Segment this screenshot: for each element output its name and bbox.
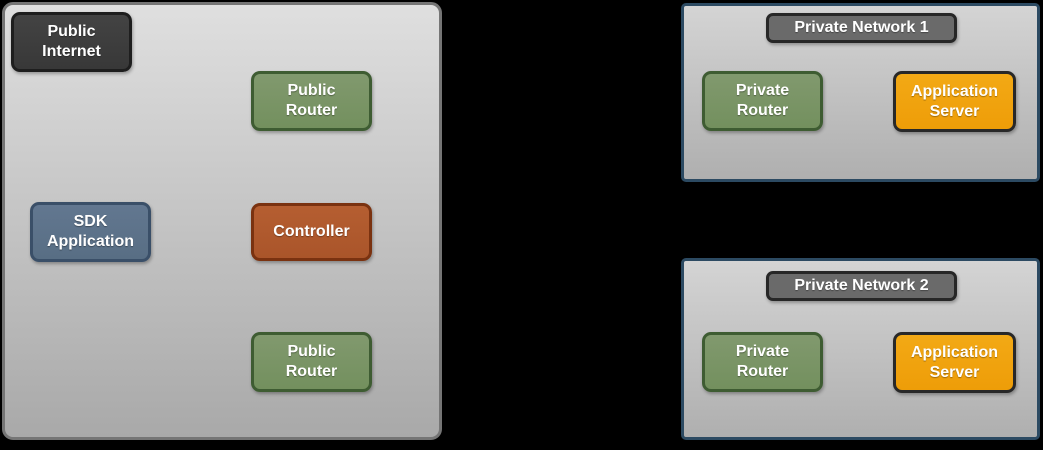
node-private-router-2: Private Router [702,332,823,392]
node-public-internet: Public Internet [11,12,132,72]
private-network-2-title-label: Private Network 2 [794,277,929,294]
private-network-1-area: Private Network 1 Private Router Applica… [681,3,1040,182]
private-network-1-title: Private Network 1 [766,13,957,43]
node-controller-label: Controller [273,223,350,240]
node-public-router-bottom: Public Router [251,332,372,392]
private-network-2-area: Private Network 2 Private Router Applica… [681,258,1040,440]
node-application-server-2-label: Application Server [910,343,999,381]
public-internet-area: Public Internet Public Router SDK Applic… [2,2,442,440]
private-network-2-title: Private Network 2 [766,271,957,301]
node-public-router-bottom-label: Public Router [285,343,338,380]
node-sdk-application: SDK Application [30,202,151,262]
node-private-router-1-label: Private Router [735,82,790,119]
node-private-router-1: Private Router [702,71,823,131]
node-public-internet-label: Public Internet [42,23,101,60]
node-public-router-top-label: Public Router [285,82,338,119]
private-network-1-title-label: Private Network 1 [794,19,929,36]
node-public-router-top: Public Router [251,71,372,131]
node-private-router-2-label: Private Router [735,343,790,380]
node-controller: Controller [251,203,372,261]
node-application-server-2: Application Server [893,332,1016,393]
node-sdk-application-label: SDK Application [46,213,135,250]
node-application-server-1-label: Application Server [910,82,999,120]
node-application-server-1: Application Server [893,71,1016,132]
